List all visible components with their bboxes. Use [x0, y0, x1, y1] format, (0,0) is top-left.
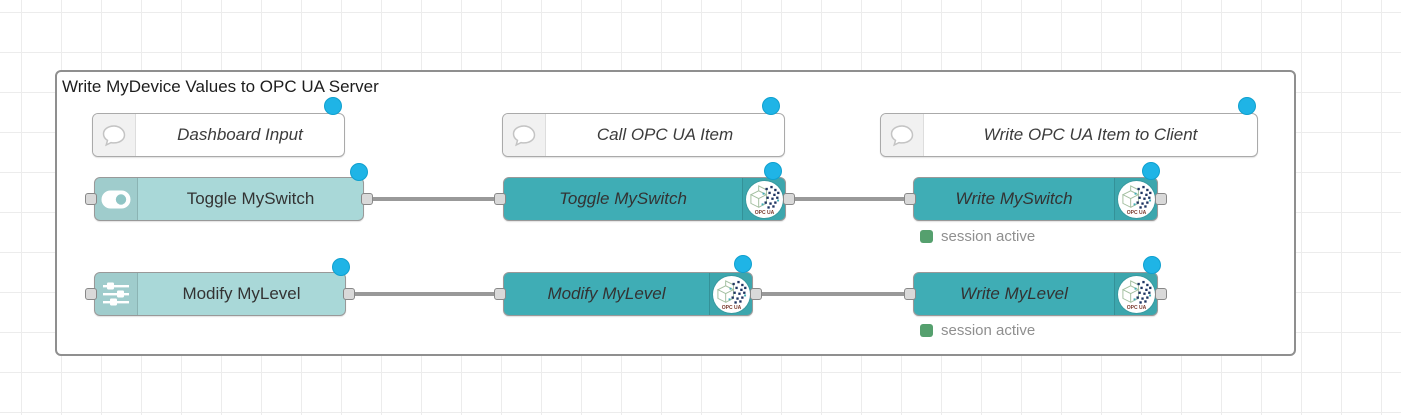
node-changed-badge: [332, 258, 350, 276]
status-dot-icon: [920, 323, 933, 337]
comment-label: Dashboard Input: [177, 125, 303, 144]
opc-ua-icon: OPC UA: [742, 178, 785, 220]
node-changed-badge: [764, 162, 782, 180]
node-changed-badge: [350, 163, 368, 181]
wire-modify-input-to-opcua[interactable]: [348, 292, 507, 296]
node-changed-badge: [762, 97, 780, 115]
opc-ua-icon: OPC UA: [1114, 273, 1157, 315]
sliders-icon: [95, 273, 138, 315]
node-label: Modify MyLevel: [182, 284, 301, 303]
status-dot-icon: [920, 229, 933, 243]
wire-modify-opcua-to-write[interactable]: [751, 292, 917, 296]
input-port[interactable]: [904, 193, 916, 205]
input-port[interactable]: [494, 288, 506, 300]
comment-label: Call OPC UA Item: [596, 125, 734, 144]
node-label: Toggle MySwitch: [559, 189, 687, 208]
svg-text:OPC UA: OPC UA: [1126, 210, 1146, 216]
comment-node-call-opc-ua-item[interactable]: Call OPC UA Item: [502, 113, 785, 157]
node-toggle-myswitch-input[interactable]: Toggle MySwitch: [94, 177, 364, 221]
node-changed-badge: [1238, 97, 1256, 115]
svg-text:OPC UA: OPC UA: [721, 305, 741, 311]
node-changed-badge: [324, 97, 342, 115]
comment-bubble-icon: [503, 114, 546, 156]
output-port[interactable]: [343, 288, 355, 300]
node-changed-badge: [1142, 162, 1160, 180]
node-changed-badge: [734, 255, 752, 273]
input-port[interactable]: [494, 193, 506, 205]
status-text: session active: [941, 227, 1036, 245]
node-label: Write MyLevel: [960, 284, 1068, 303]
comment-node-dashboard-input[interactable]: Dashboard Input: [92, 113, 345, 157]
opc-ua-icon: OPC UA: [709, 273, 752, 315]
output-port[interactable]: [750, 288, 762, 300]
input-port[interactable]: [85, 193, 97, 205]
wire-toggle-opcua-to-write[interactable]: [784, 197, 917, 201]
node-modify-mylevel-opcua[interactable]: Modify MyLevel OPC UA: [503, 272, 753, 316]
node-toggle-myswitch-opcua[interactable]: Toggle MySwitch OPC UA: [503, 177, 786, 221]
node-label: Modify MyLevel: [547, 284, 666, 303]
svg-text:OPC UA: OPC UA: [754, 210, 774, 216]
toggle-icon: [95, 178, 138, 220]
output-port[interactable]: [361, 193, 373, 205]
output-port[interactable]: [1155, 193, 1167, 205]
input-port[interactable]: [904, 288, 916, 300]
wire-toggle-input-to-opcua[interactable]: [366, 197, 507, 201]
comment-label: Write OPC UA Item to Client: [983, 125, 1198, 144]
comment-bubble-icon: [93, 114, 136, 156]
status-text: session active: [941, 321, 1036, 339]
output-port[interactable]: [783, 193, 795, 205]
input-port[interactable]: [85, 288, 97, 300]
node-modify-mylevel-input[interactable]: Modify MyLevel: [94, 272, 346, 316]
node-changed-badge: [1143, 256, 1161, 274]
node-write-mylevel[interactable]: Write MyLevel OPC UA: [913, 272, 1158, 316]
node-label: Write MySwitch: [955, 189, 1073, 208]
svg-text:OPC UA: OPC UA: [1126, 305, 1146, 311]
comment-bubble-icon: [881, 114, 924, 156]
node-status-write-mylevel: session active: [920, 321, 1036, 339]
comment-node-write-opc-ua-item-to-client[interactable]: Write OPC UA Item to Client: [880, 113, 1258, 157]
group-label: Write MyDevice Values to OPC UA Server: [62, 77, 379, 96]
opc-ua-icon: OPC UA: [1114, 178, 1157, 220]
output-port[interactable]: [1155, 288, 1167, 300]
node-write-myswitch[interactable]: Write MySwitch OPC UA: [913, 177, 1158, 221]
node-label: Toggle MySwitch: [186, 189, 315, 208]
node-status-write-myswitch: session active: [920, 227, 1036, 245]
